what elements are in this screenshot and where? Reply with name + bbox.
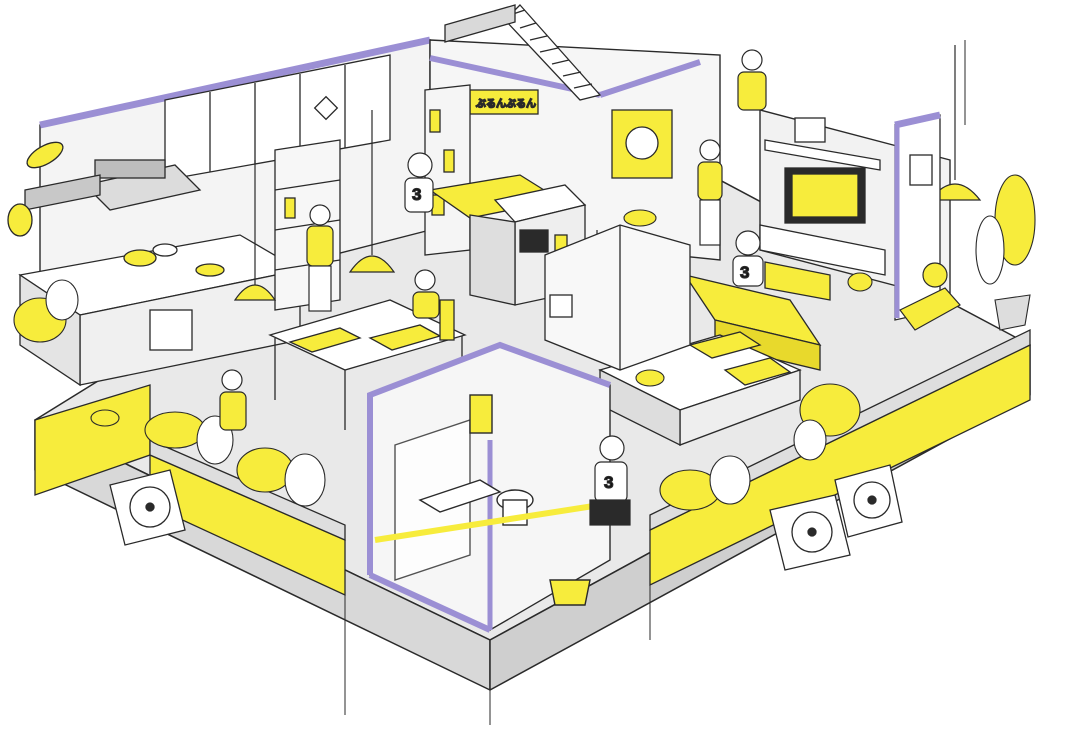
air-conditioner-icon [109,469,186,546]
air-conditioner-icon [834,464,903,538]
cat-icon [623,209,657,227]
cats [90,209,873,427]
person-icon: 3 [404,152,434,213]
tv-icon [784,167,866,224]
pendant-lamp-icon [928,45,982,201]
person-icon [737,49,767,111]
plant-icon [659,455,751,511]
svg-text:3: 3 [740,263,749,282]
svg-text:3: 3 [604,473,613,492]
plants [13,174,1036,511]
person-icon [899,262,961,331]
wall-sign: ぶるんぶるん [475,98,536,110]
pendant-lamp-icon [348,110,396,273]
bedroom [544,224,802,447]
person-icon: 3 [589,435,631,526]
staircase-icon [444,4,602,101]
person-icon [697,139,723,246]
cat-icon [847,272,873,292]
svg-text:3: 3 [412,185,421,204]
person-icon [219,369,247,431]
cat-icon [90,409,120,427]
air-conditioner-icon [769,494,851,571]
plant-icon [144,411,326,507]
bathroom [367,341,612,633]
pendant-lamp-icon [233,160,277,301]
person-icon [412,269,440,319]
air-conditioners [109,464,903,571]
people: 3 3 3 [219,49,961,526]
plant-icon [13,279,79,343]
person-icon: 3 [732,230,764,287]
structure-poles [344,40,966,725]
cat-icon [635,369,665,387]
plant-icon [975,174,1036,331]
person-icon [306,204,334,312]
plant-icon [793,383,861,461]
